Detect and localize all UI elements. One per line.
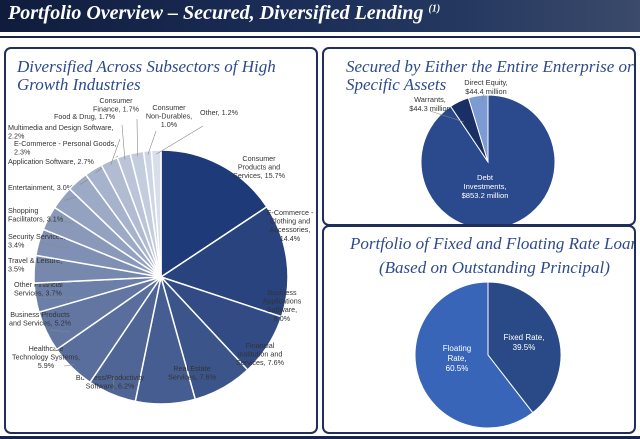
subsector-leader-line (42, 242, 69, 249)
secured-leader-line (429, 110, 465, 123)
subsector-panel: Diversified Across Subsectors of High Gr… (4, 47, 318, 434)
subsector-leader-line (63, 364, 75, 367)
secured-panel: Secured by Either the Entire Enterprise … (322, 47, 636, 226)
subsector-leader-line (49, 329, 71, 333)
subsector-leader-line (51, 219, 75, 224)
rate-fixed-label: Fixed Rate,39.5% (504, 333, 545, 352)
title-footnote: (1) (428, 3, 441, 15)
subsector-slice-label: Multimedia and Design Software,2.2% (8, 123, 113, 141)
subsector-slice-label: Food & Drug, 1.7% (54, 112, 116, 121)
page-title: Portfolio Overview – Secured, Diversifie… (8, 2, 441, 24)
subsector-leader-line (156, 125, 204, 155)
subsector-title: Diversified Across Subsectors of High Gr… (17, 57, 276, 94)
secured-title-line1: Secured by Either the Entire Enterprise … (346, 57, 634, 76)
subsector-leader-line (38, 269, 69, 272)
subsector-slice-label: Other, 1.2% (200, 108, 239, 117)
secured-equity-label: Direct Equity,$44.4 million (464, 78, 507, 96)
secured-leader-line (481, 93, 485, 102)
subsector-slice (159, 205, 289, 318)
header-rule (0, 36, 640, 38)
subsector-slice (160, 149, 268, 279)
subsector-leader-line (121, 124, 126, 160)
subsector-slice-label: Application Software, 2.7% (8, 157, 95, 166)
subsector-slice-label: Entertainment, 3.0% (8, 183, 74, 192)
secured-warrants-label: Warrants,$44.3 million (409, 95, 451, 113)
header-bar: Portfolio Overview – Secured, Diversifie… (0, 0, 640, 32)
secured-title-line2: Specific Assets (346, 75, 447, 94)
subsector-leader-line (147, 130, 157, 155)
subsector-leader-line (110, 138, 121, 165)
subsector-leader-line (39, 296, 77, 299)
rate-slice (487, 281, 562, 414)
footer-rule (0, 436, 640, 439)
subsector-leader-line (112, 375, 115, 391)
secured-slice (420, 94, 556, 224)
subsector-slice-label: Travel & Leisure,3.5% (8, 256, 62, 274)
subsector-leader-line (136, 118, 138, 157)
rate-title-line2: (Based on Outstanding Principal) (379, 258, 610, 277)
subsector-slice-label: Security Services,3.4% (8, 232, 66, 250)
rate-panel: Portfolio of Fixed and Floating Rate Loa… (322, 225, 636, 434)
subsector-slice (150, 149, 162, 278)
secured-slice (467, 94, 489, 163)
rate-slice (414, 281, 534, 429)
rate-title-line1: Portfolio of Fixed and Floating Rate Loa… (350, 234, 636, 253)
subsector-slice-label: E-Commerce - Personal Goods,2.3% (14, 139, 116, 157)
